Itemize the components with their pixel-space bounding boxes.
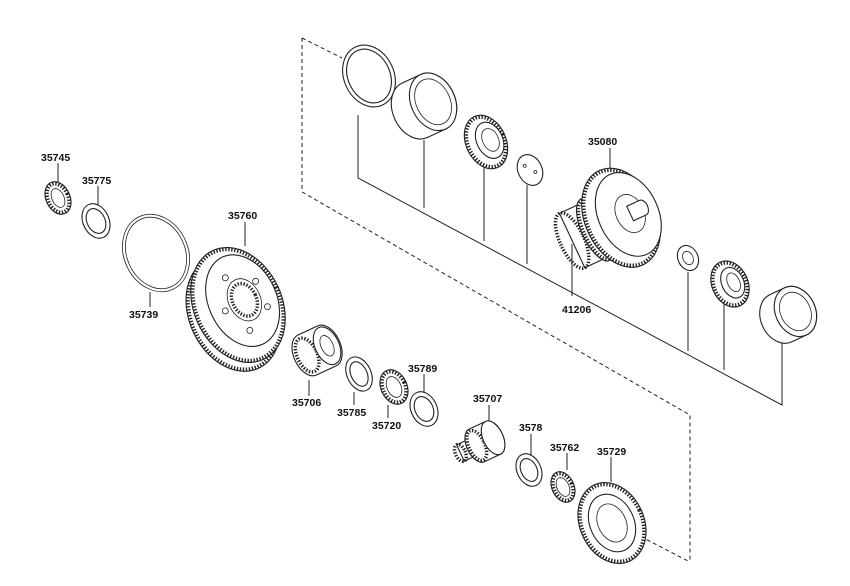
- label-35762: 35762: [550, 442, 579, 454]
- label-35789: 35789: [408, 363, 437, 375]
- label-3578: 3578: [519, 422, 543, 434]
- part-35707-pinion-shaft: [452, 420, 506, 464]
- part-35720-thrust-bearing: [379, 369, 409, 405]
- group-part-ring: [342, 44, 396, 108]
- part-35762-bearing: [550, 471, 576, 503]
- group-part-small-bearing: [676, 244, 700, 272]
- group-part-cap: [516, 154, 544, 186]
- group-part-roller-bearing-2: [710, 260, 750, 308]
- label-35080: 35080: [588, 136, 617, 148]
- label-35760: 35760: [228, 210, 257, 222]
- label-35720: 35720: [372, 420, 401, 432]
- part-35775-washer: [81, 203, 111, 239]
- label-35775: 35775: [82, 175, 111, 187]
- leader-lines: [57, 148, 612, 482]
- part-35739-snap-ring: [122, 213, 190, 293]
- label-35785: 35785: [337, 407, 366, 419]
- group-bracket-41206: [357, 115, 783, 406]
- label-35707: 35707: [473, 393, 502, 405]
- part-35789-washer: [409, 391, 439, 427]
- label-35745: 35745: [41, 152, 70, 164]
- part-35729-ring-gear: [577, 482, 647, 564]
- assembly-boundary: [301, 37, 691, 563]
- label-35739: 35739: [129, 309, 158, 321]
- label-35729: 35729: [597, 446, 626, 458]
- part-35706-splined-sleeve: [291, 324, 343, 377]
- part-35760-gear-drum: [185, 246, 286, 372]
- group-part-roller-bearing: [463, 114, 509, 170]
- part-group-41206: [342, 44, 818, 344]
- part-labels: 35745 35775 35760 35739 35080 41206 3570…: [41, 136, 626, 458]
- part-35785-washer: [345, 356, 373, 392]
- label-35706: 35706: [292, 397, 321, 409]
- part-35745-needle-bearing: [44, 181, 72, 215]
- group-part-race: [390, 72, 458, 140]
- label-41206: 41206: [562, 304, 591, 316]
- group-part-race-2: [759, 285, 818, 344]
- part-35080-double-gear: [553, 167, 662, 271]
- part-3578-washer: [515, 453, 543, 487]
